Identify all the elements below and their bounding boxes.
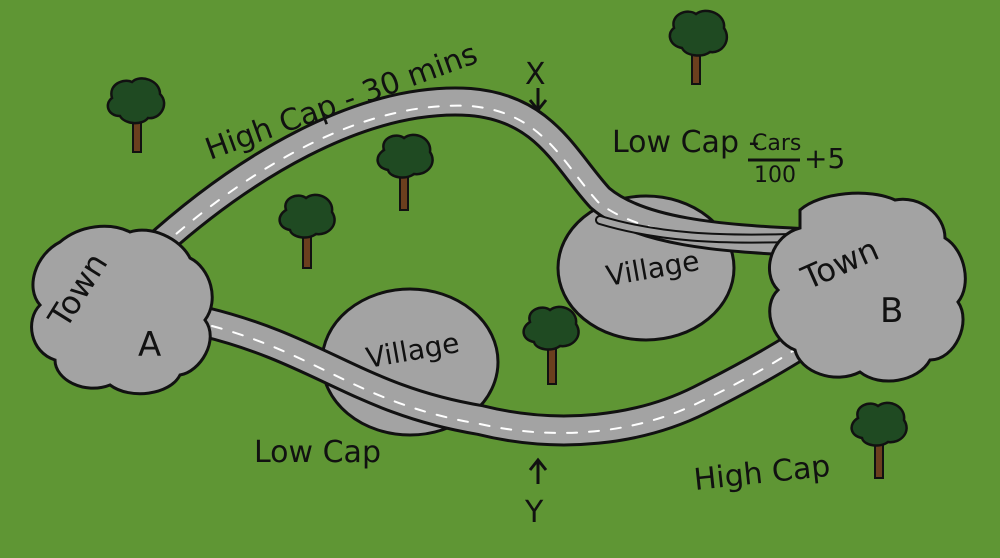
- tree-icon: [106, 77, 166, 153]
- label-low-cap-right-denominator: 100: [754, 163, 796, 188]
- arrow-down-icon: [528, 88, 548, 113]
- label-low-cap-right: Low Cap -: [612, 125, 759, 160]
- label-low-cap-right-numerator: Cars: [752, 131, 801, 156]
- lane-marking-bottom: [211, 325, 816, 434]
- tree-icon: [278, 193, 336, 269]
- label-town-a-letter: A: [138, 325, 161, 365]
- label-marker-y: Y: [524, 495, 544, 530]
- tree-icon: [668, 9, 729, 85]
- town-b: [768, 191, 967, 383]
- tree-icon: [850, 401, 908, 479]
- road-high-cap-bottom: [189, 306, 838, 447]
- label-town-b-letter: B: [880, 291, 903, 331]
- label-low-cap-right-suffix: +5: [804, 142, 845, 175]
- tree-icon: [376, 133, 434, 211]
- tree-icon: [522, 305, 580, 385]
- town-a: [30, 224, 214, 396]
- arrow-up-icon: [528, 457, 548, 484]
- label-marker-x: X: [525, 57, 546, 92]
- label-low-cap-left: Low Cap: [254, 435, 381, 470]
